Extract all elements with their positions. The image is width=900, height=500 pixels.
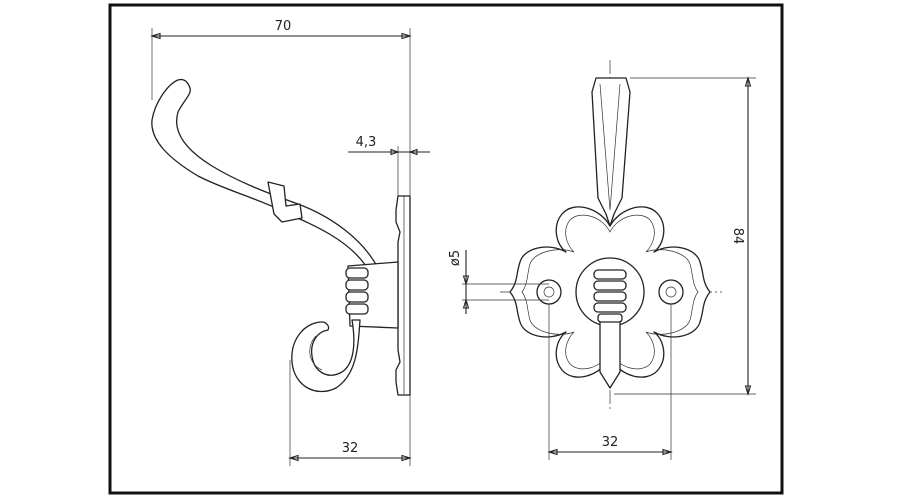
lower-hook <box>291 319 361 393</box>
dim-height: 84 <box>730 228 745 245</box>
upper-arm-collar <box>267 181 303 223</box>
side-view: 70 4,3 32 <box>150 19 430 466</box>
shank-ribs <box>345 267 369 315</box>
upper-blade <box>591 77 631 227</box>
drawing-frame <box>108 3 784 495</box>
lower-blade <box>599 319 621 389</box>
upper-hook-arm <box>151 78 379 269</box>
dim-hole-spacing: 32 <box>602 435 619 450</box>
dim-side-width: 70 <box>275 19 292 34</box>
left-screw-hole <box>536 279 562 305</box>
front-ribs <box>593 269 627 323</box>
right-screw-hole <box>658 279 684 305</box>
dim-hole-diameter: ø5 <box>448 250 463 266</box>
dim-side-bottom: 32 <box>342 441 359 456</box>
dim-plate-thickness: 4,3 <box>356 135 377 150</box>
front-view: ø5 84 32 <box>448 60 756 460</box>
